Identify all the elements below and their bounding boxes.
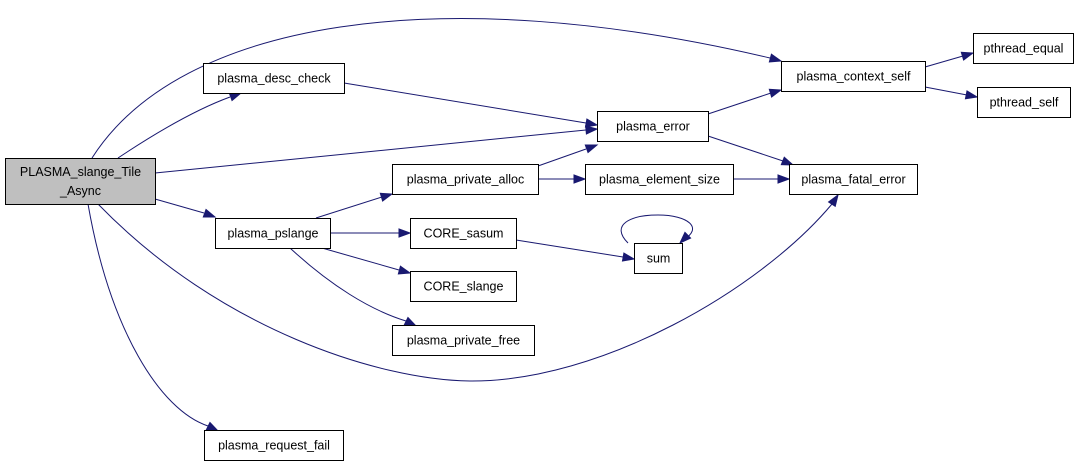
node-label: plasma_private_alloc xyxy=(407,173,524,187)
node-label: _Async xyxy=(59,184,101,198)
node-element-size[interactable]: plasma_element_size xyxy=(585,164,734,195)
edge-root-to-fatal_error xyxy=(97,193,839,382)
arrowhead xyxy=(621,252,636,262)
node-box[interactable] xyxy=(204,430,344,461)
edge-error-to-context_self xyxy=(707,88,783,115)
node-label: sum xyxy=(647,252,671,266)
arrowhead xyxy=(584,144,599,154)
arrowhead xyxy=(768,53,783,63)
node-box[interactable] xyxy=(410,271,517,302)
node-sum[interactable]: sum xyxy=(634,243,683,274)
node-box[interactable] xyxy=(392,325,535,356)
node-box[interactable] xyxy=(597,111,709,142)
node-desc-check[interactable]: plasma_desc_check xyxy=(203,63,345,94)
node-pthread-self[interactable]: pthread_self xyxy=(977,87,1071,118)
edge-context_self-to-pthread_equal xyxy=(924,51,975,68)
edge-desc_check-to-error xyxy=(343,82,599,128)
edge-pslange-to-private_free xyxy=(289,247,418,327)
node-label: plasma_element_size xyxy=(599,173,720,187)
arrowhead xyxy=(205,421,220,432)
node-root[interactable]: PLASMA_slange_Tile _Async xyxy=(5,158,156,205)
node-pslange[interactable]: plasma_pslange xyxy=(215,218,331,249)
node-request-fail[interactable]: plasma_request_fail xyxy=(204,430,344,461)
node-label: plasma_fatal_error xyxy=(801,173,905,187)
arrowhead xyxy=(780,156,795,166)
node-label: CORE_sasum xyxy=(424,227,504,241)
edge-root-to-request_fail xyxy=(87,203,220,432)
edge-root-to-context_self xyxy=(91,18,783,159)
arrowhead xyxy=(584,118,599,128)
node-box[interactable] xyxy=(410,218,517,249)
node-error[interactable]: plasma_error xyxy=(597,111,709,142)
node-pthread-equal[interactable]: pthread_equal xyxy=(973,33,1074,64)
node-box[interactable] xyxy=(781,61,926,92)
arrowhead xyxy=(228,92,243,102)
node-private-free[interactable]: plasma_private_free xyxy=(392,325,535,356)
edge-pslange-to-core_sasum xyxy=(330,228,412,238)
node-box[interactable] xyxy=(585,164,734,195)
edge-context_self-to-pthread_self xyxy=(924,86,979,100)
edge-error-to-fatal_error xyxy=(707,135,795,166)
edge-root-to-desc_check xyxy=(117,92,243,159)
node-box[interactable] xyxy=(973,33,1074,64)
node-label: plasma_pslange xyxy=(227,227,318,241)
node-box[interactable] xyxy=(634,243,683,274)
arrowhead xyxy=(678,231,692,245)
node-label: PLASMA_slange_Tile xyxy=(20,165,141,179)
node-label: CORE_slange xyxy=(424,280,504,294)
edge-private_alloc-to-error xyxy=(537,144,599,167)
node-fatal-error[interactable]: plasma_fatal_error xyxy=(789,164,918,195)
arrowhead xyxy=(403,316,418,327)
arrowhead xyxy=(768,88,783,98)
node-private-alloc[interactable]: plasma_private_alloc xyxy=(392,164,539,195)
node-box[interactable] xyxy=(215,218,331,249)
edge-root-to-pslange xyxy=(154,198,217,218)
arrowhead xyxy=(960,51,975,61)
node-box[interactable] xyxy=(5,158,156,205)
nodes-layer: PLASMA_slange_Tile _Async plasma_desc_chec… xyxy=(5,33,1074,461)
node-label: plasma_request_fail xyxy=(218,439,330,453)
node-label: plasma_error xyxy=(616,120,690,134)
edges-layer xyxy=(87,18,979,432)
arrowhead xyxy=(964,90,979,100)
node-label: pthread_equal xyxy=(984,42,1064,56)
edge-root-to-error xyxy=(154,125,599,174)
node-box[interactable] xyxy=(203,63,345,94)
arrowhead xyxy=(397,265,412,275)
edge-sum-to-sum xyxy=(620,214,694,245)
arrowhead xyxy=(202,208,217,218)
arrowhead xyxy=(573,174,587,184)
edge-private_alloc-to-element_size xyxy=(538,174,587,184)
node-core-sasum[interactable]: CORE_sasum xyxy=(410,218,517,249)
node-label: plasma_context_self xyxy=(797,70,911,84)
node-box[interactable] xyxy=(789,164,918,195)
arrowhead xyxy=(827,193,839,208)
edge-pslange-to-core_slange xyxy=(321,247,412,275)
arrowhead xyxy=(585,125,599,135)
node-label: plasma_private_free xyxy=(407,334,520,348)
node-core-slange[interactable]: CORE_slange xyxy=(410,271,517,302)
node-label: pthread_self xyxy=(990,96,1059,110)
edge-core_sasum-to-sum xyxy=(515,239,636,262)
arrowhead xyxy=(379,192,394,202)
edge-pslange-to-private_alloc xyxy=(315,192,394,219)
arrowhead xyxy=(777,174,791,184)
node-box[interactable] xyxy=(392,164,539,195)
node-label: plasma_desc_check xyxy=(217,72,331,86)
edge-element_size-to-fatal_error xyxy=(733,174,791,184)
node-box[interactable] xyxy=(977,87,1071,118)
arrowhead xyxy=(398,228,412,238)
node-context-self[interactable]: plasma_context_self xyxy=(781,61,926,92)
